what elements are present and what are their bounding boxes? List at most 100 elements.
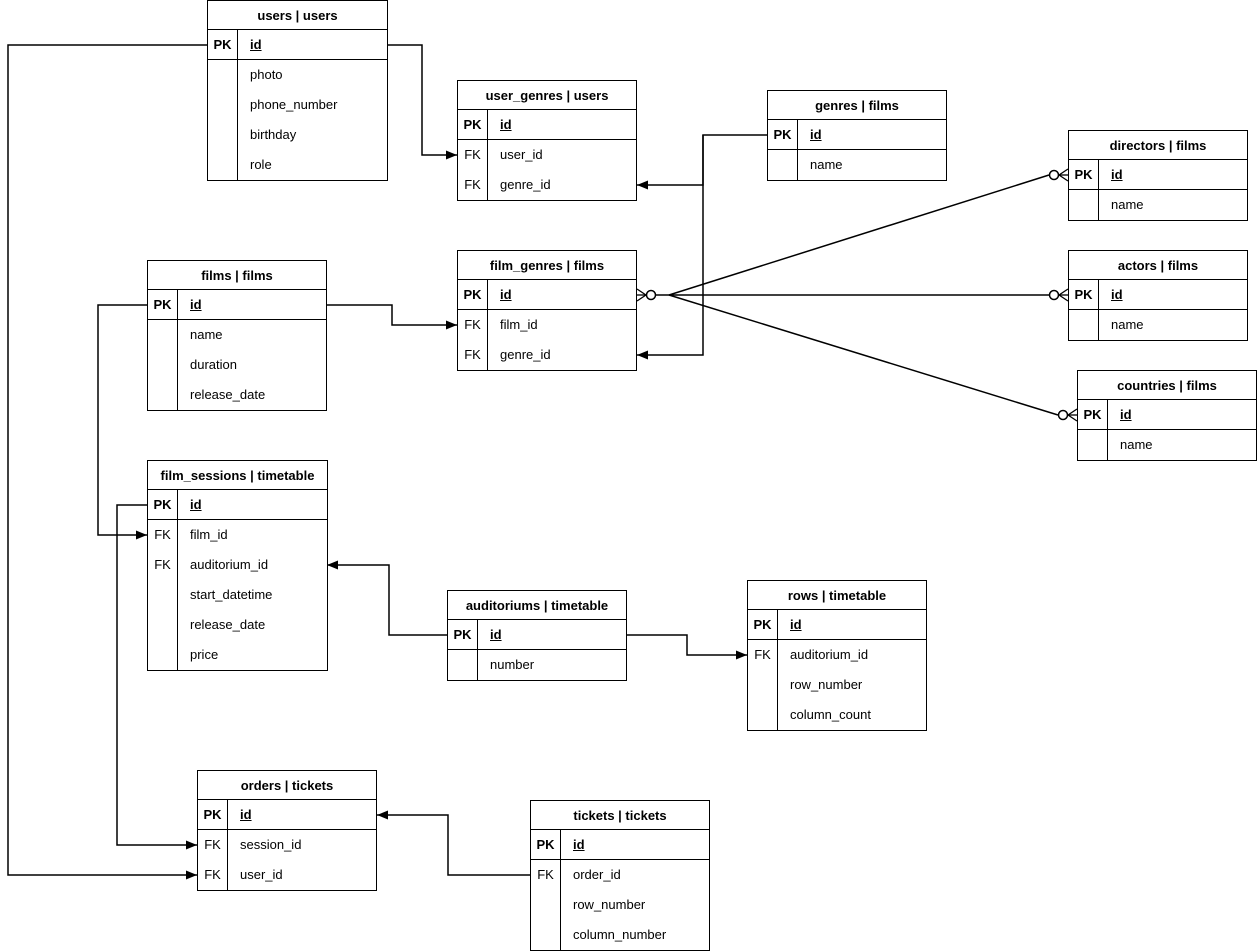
field-label[interactable]: role (250, 157, 272, 172)
relationship-film_genres-to-actors[interactable] (669, 288, 1069, 302)
pk-field: id (561, 830, 709, 859)
entity-title-orders[interactable]: orders | tickets (198, 771, 376, 800)
field-label[interactable]: session_id (240, 837, 302, 852)
relationship-tickets-to-orders[interactable] (377, 810, 530, 876)
relationship-film_genres-to-countries[interactable] (668, 294, 1078, 422)
entity-title-films[interactable]: films | films (148, 261, 326, 290)
field-label[interactable]: duration (190, 357, 237, 372)
field-label[interactable]: phone_number (250, 97, 338, 112)
field-label[interactable]: genre_id (500, 177, 551, 192)
fk-badge-column (1069, 310, 1099, 340)
field-label[interactable]: column_number (573, 927, 667, 942)
relationship-users-to-user_genres[interactable] (388, 44, 457, 160)
field-label[interactable]: user_id (240, 867, 283, 882)
entity-title-actors[interactable]: actors | films (1069, 251, 1247, 280)
fk-badge: FK (464, 177, 481, 192)
relationship-film_genres-to-directors[interactable] (668, 168, 1069, 296)
field-label[interactable]: name (190, 327, 223, 342)
field-label[interactable]: name (1111, 197, 1144, 212)
field-label[interactable]: name (1120, 437, 1153, 452)
field-label[interactable]: release_date (190, 617, 266, 632)
field-label[interactable]: user_id (500, 147, 543, 162)
arrowhead (637, 180, 648, 190)
field-label[interactable]: auditorium_id (190, 557, 269, 572)
crowfoot-prong (1058, 288, 1069, 296)
relationship-auditoriums-to-rows[interactable] (627, 634, 747, 660)
relationship-genres-to-film_genres[interactable] (637, 135, 704, 360)
pk-field: id (228, 800, 376, 829)
relationship-genres-to-user_genres[interactable] (637, 134, 767, 190)
field-label[interactable]: release_date (190, 387, 266, 402)
field-label[interactable]: number (490, 657, 535, 672)
field-label[interactable]: photo (250, 67, 283, 82)
field-label[interactable]: birthday (250, 127, 297, 142)
entity-title-user_genres[interactable]: user_genres | users (458, 81, 636, 110)
arrowhead (377, 810, 388, 820)
field-label[interactable]: name (1111, 317, 1144, 332)
relationship-auditoriums-to-film_sessions[interactable] (327, 560, 447, 636)
fk-badge: FK (154, 527, 171, 542)
entity-title-countries[interactable]: countries | films (1078, 371, 1256, 400)
pk-field-label: id (1120, 407, 1132, 422)
entity-title-genres[interactable]: genres | films (768, 91, 946, 120)
entity-title-users[interactable]: users | users (208, 1, 387, 30)
entity-title-film_sessions[interactable]: film_sessions | timetable (148, 461, 327, 490)
relationship-users-to-orders[interactable] (7, 44, 207, 880)
entity-title-auditoriums[interactable]: auditoriums | timetable (448, 591, 626, 620)
relationship-film_genres-branch-stub[interactable] (636, 288, 669, 302)
field-label[interactable]: film_id (500, 317, 538, 332)
entity-title-film_genres[interactable]: film_genres | films (458, 251, 636, 280)
field-label[interactable]: name (810, 157, 843, 172)
field-label[interactable]: row_number (790, 677, 863, 692)
field-label[interactable]: row_number (573, 897, 646, 912)
field-column: name (1108, 430, 1256, 460)
entity-title-rows[interactable]: rows | timetable (748, 581, 926, 610)
field-label[interactable]: order_id (573, 867, 621, 882)
pk-field-label: id (240, 807, 252, 822)
field-label[interactable]: column_count (790, 707, 871, 722)
arrowhead (736, 650, 747, 660)
field-label[interactable]: film_id (190, 527, 228, 542)
field-label[interactable]: genre_id (500, 347, 551, 362)
arrowhead (637, 350, 648, 360)
relationship-film_sessions-to-orders[interactable] (116, 504, 197, 850)
field-column: user_id genre_id (488, 140, 636, 200)
field-label[interactable]: auditorium_id (790, 647, 869, 662)
fk-badge (148, 640, 177, 670)
field-label[interactable]: start_datetime (190, 587, 273, 602)
fk-badge: FK (154, 557, 171, 572)
entity-title-tickets[interactable]: tickets | tickets (531, 801, 709, 830)
relationship-films-to-film_sessions[interactable] (97, 304, 147, 540)
entity-title-directors[interactable]: directors | films (1069, 131, 1247, 160)
relationship-films-to-film_genres[interactable] (327, 304, 457, 330)
field-label[interactable]: price (190, 647, 219, 662)
